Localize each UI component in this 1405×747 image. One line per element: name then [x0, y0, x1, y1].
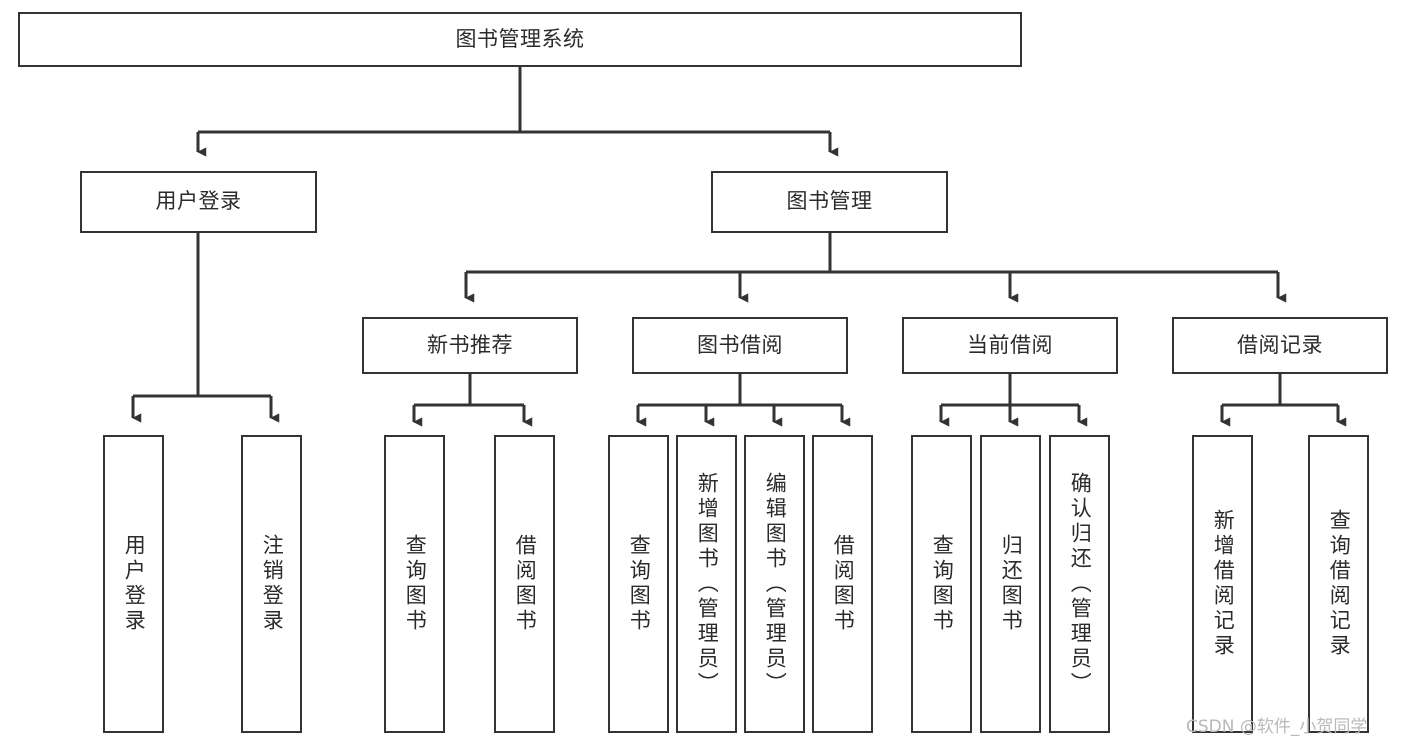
node-leaf-edit-book-label: 编辑图书（管理员）: [763, 471, 788, 697]
node-leaf-borrow-book-2[interactable]: 借阅图书: [812, 435, 873, 733]
node-leaf-borrow-book-1[interactable]: 借阅图书: [494, 435, 555, 733]
node-book-borrow-label: 图书借阅: [697, 332, 783, 357]
node-leaf-query-book-1[interactable]: 查询图书: [384, 435, 445, 733]
node-leaf-add-book[interactable]: 新增图书（管理员）: [676, 435, 737, 733]
node-leaf-user-login[interactable]: 用户登录: [103, 435, 164, 733]
node-leaf-query-book-2-label: 查询图书: [627, 534, 652, 634]
node-leaf-confirm-return[interactable]: 确认归还（管理员）: [1049, 435, 1110, 733]
node-leaf-logout-label: 注销登录: [260, 534, 285, 634]
node-borrow-record[interactable]: 借阅记录: [1172, 317, 1388, 374]
node-book-manage[interactable]: 图书管理: [711, 171, 948, 233]
node-leaf-query-book-3-label: 查询图书: [930, 534, 955, 634]
node-leaf-borrow-book-1-label: 借阅图书: [513, 534, 538, 634]
node-leaf-add-record-label: 新增借阅记录: [1211, 509, 1236, 659]
node-user-login-label: 用户登录: [155, 189, 242, 214]
node-leaf-query-record-label: 查询借阅记录: [1327, 509, 1352, 659]
node-current-borrow-label: 当前借阅: [967, 332, 1053, 357]
node-leaf-logout[interactable]: 注销登录: [241, 435, 302, 733]
node-leaf-borrow-book-2-label: 借阅图书: [831, 534, 856, 634]
watermark-text: CSDN @软件_小贺同学: [1186, 717, 1368, 737]
node-root-label: 图书管理系统: [455, 26, 585, 51]
node-leaf-query-record[interactable]: 查询借阅记录: [1308, 435, 1369, 733]
node-user-login[interactable]: 用户登录: [80, 171, 317, 233]
node-leaf-user-login-label: 用户登录: [122, 534, 147, 634]
node-leaf-add-record[interactable]: 新增借阅记录: [1192, 435, 1253, 733]
node-leaf-query-book-3[interactable]: 查询图书: [911, 435, 972, 733]
node-book-borrow[interactable]: 图书借阅: [632, 317, 848, 374]
node-leaf-add-book-label: 新增图书（管理员）: [695, 471, 720, 697]
node-book-manage-label: 图书管理: [786, 189, 873, 214]
node-new-book-rec[interactable]: 新书推荐: [362, 317, 578, 374]
node-leaf-confirm-return-label: 确认归还（管理员）: [1068, 471, 1093, 697]
node-leaf-query-book-1-label: 查询图书: [403, 534, 428, 634]
node-new-book-rec-label: 新书推荐: [427, 332, 513, 357]
node-root[interactable]: 图书管理系统: [18, 12, 1022, 67]
node-leaf-return-book[interactable]: 归还图书: [980, 435, 1041, 733]
node-borrow-record-label: 借阅记录: [1237, 332, 1323, 357]
node-current-borrow[interactable]: 当前借阅: [902, 317, 1118, 374]
node-leaf-return-book-label: 归还图书: [999, 534, 1024, 634]
node-leaf-edit-book[interactable]: 编辑图书（管理员）: [744, 435, 805, 733]
node-leaf-query-book-2[interactable]: 查询图书: [608, 435, 669, 733]
